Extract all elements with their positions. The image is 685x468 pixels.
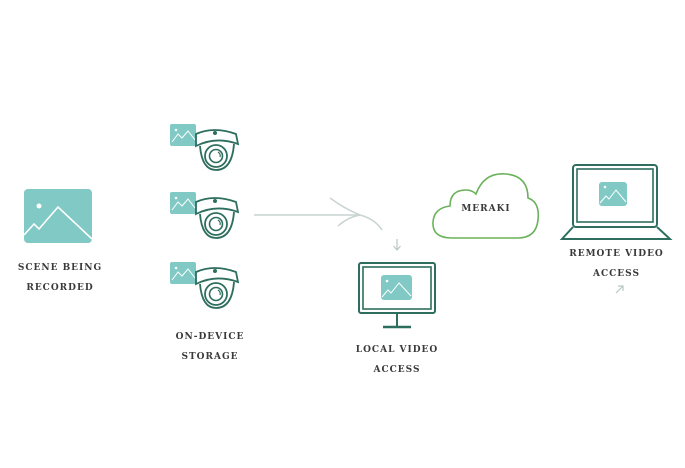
storage-label-line1: ON-DEVICE bbox=[175, 332, 245, 342]
local-label: LOCAL VIDEO ACCESS bbox=[337, 340, 457, 380]
cloud-icon bbox=[432, 173, 540, 239]
scene-image-icon bbox=[23, 189, 93, 243]
storage-label-line2: STORAGE bbox=[181, 352, 239, 362]
down-arrow-icon bbox=[393, 239, 401, 251]
dome-camera-icon bbox=[170, 192, 240, 239]
remote-label: REMOTE VIDEO ACCESS bbox=[554, 244, 679, 284]
split-arrow-connector bbox=[254, 197, 383, 231]
scene-label: SCENE BEING RECORDED bbox=[5, 258, 115, 298]
local-label-line1: LOCAL VIDEO bbox=[355, 345, 439, 355]
laptop-icon bbox=[559, 164, 673, 240]
monitor-icon bbox=[358, 262, 436, 329]
remote-label-line2: ACCESS bbox=[593, 269, 640, 279]
cloud-label: MERAKI bbox=[461, 204, 511, 214]
scene-label-line2: RECORDED bbox=[26, 283, 94, 293]
up-right-arrow-icon bbox=[615, 285, 624, 294]
dome-camera-icon bbox=[170, 124, 240, 171]
scene-label-line1: SCENE BEING bbox=[17, 263, 103, 273]
storage-label: ON-DEVICE STORAGE bbox=[150, 327, 270, 367]
remote-label-line1: REMOTE VIDEO bbox=[569, 249, 664, 259]
local-label-line2: ACCESS bbox=[373, 365, 421, 375]
dome-camera-icon bbox=[170, 262, 240, 309]
